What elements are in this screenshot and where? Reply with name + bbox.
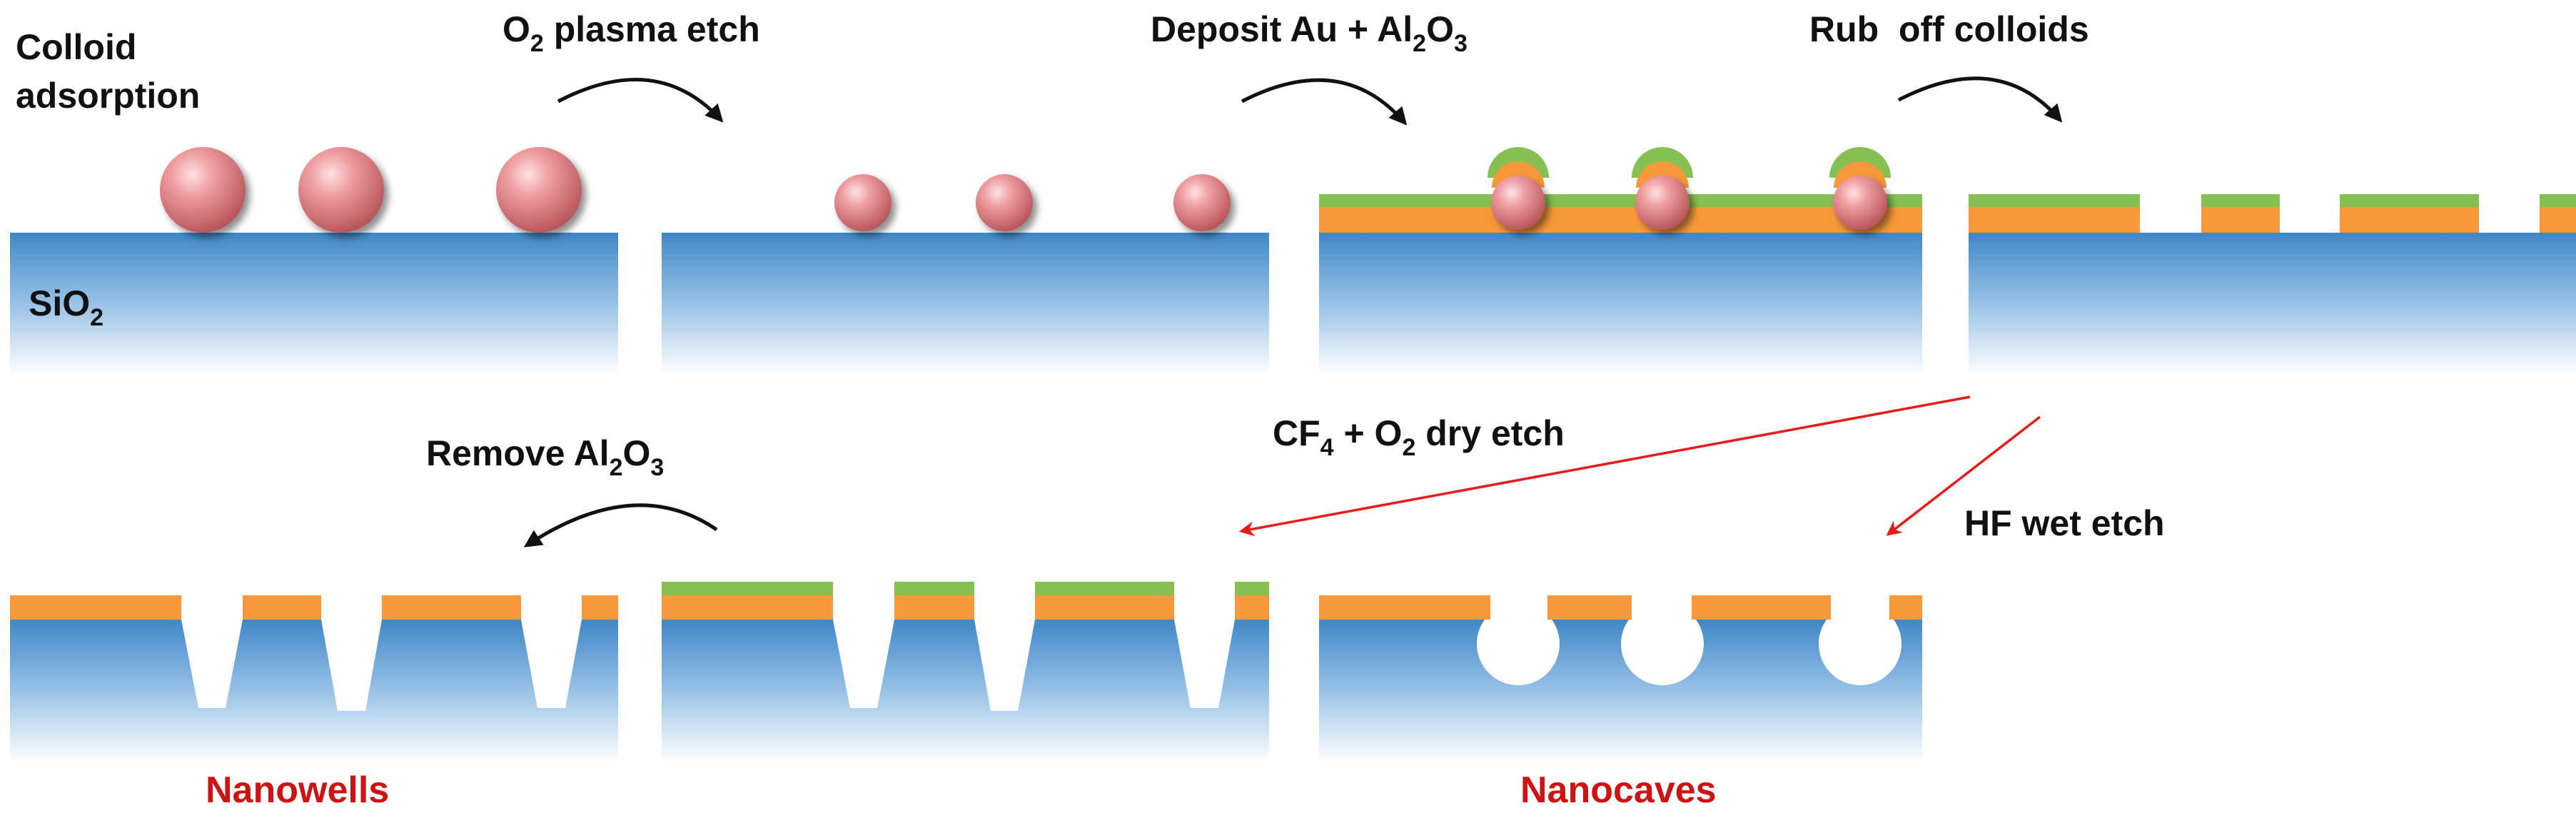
panel-nanocaves — [1319, 595, 1922, 762]
panel-colloid-adsorption — [10, 147, 618, 375]
alumina-layer — [1319, 194, 1922, 207]
colloid-particle — [1173, 174, 1231, 231]
panel-plasma-etched — [662, 174, 1269, 375]
arrow-wet-etch — [1886, 415, 2041, 536]
label-colloid-adsorption-line2: adsorption — [16, 76, 200, 116]
label-nanocaves: Nanocaves — [1520, 769, 1717, 811]
label-remove-alumina: Remove Al2O3 — [426, 433, 664, 481]
sio2-substrate — [662, 233, 1269, 375]
colloid-particle — [976, 174, 1033, 231]
sio2-substrate — [1969, 233, 2576, 375]
label-sio2: SiO2 — [29, 283, 103, 331]
label-o2-plasma-etch: O2 plasma etch — [502, 9, 760, 57]
coated-colloid — [1829, 147, 1891, 230]
label-deposit: Deposit Au + Al2O3 — [1151, 9, 1468, 57]
colloid-particle — [160, 147, 246, 233]
label-colloid-adsorption-line1: Colloid — [16, 27, 136, 67]
label-rub-off-colloids: Rub off colloids — [1809, 9, 2089, 49]
sio2-substrate — [10, 620, 618, 762]
colloid-particle — [298, 147, 384, 233]
colloid-particle — [834, 174, 892, 231]
label-cf4-o2-dry-etch: CF4 + O2 dry etch — [1273, 413, 1565, 461]
arrow-deposit — [1241, 78, 1408, 126]
label-hf-wet-etch: HF wet etch — [1964, 503, 2165, 543]
arrow-remove-alumina — [523, 503, 718, 547]
process-arrows — [523, 76, 2063, 547]
gold-mask-segments — [1319, 595, 1922, 620]
colloid-particle — [496, 147, 582, 233]
coated-colloid — [1487, 147, 1549, 230]
panel-colloids-removed — [1969, 194, 2576, 375]
sio2-substrate — [1319, 233, 1922, 375]
arrow-rub-off — [1897, 76, 2063, 123]
caves — [1477, 602, 1901, 685]
etched-wells — [833, 620, 1235, 711]
coated-colloid — [1632, 147, 1693, 230]
sio2-substrate — [10, 233, 618, 375]
arrow-o2-plasma — [557, 78, 724, 123]
mask-segments — [662, 582, 1269, 620]
sio2-substrate — [662, 620, 1269, 762]
panel-nanowells — [10, 595, 618, 762]
gold-layer — [1319, 207, 1922, 233]
panel-deposited — [1319, 147, 1922, 375]
label-nanowells: Nanowells — [206, 769, 389, 811]
etched-wells — [181, 620, 582, 711]
gold-mask-segments — [10, 595, 618, 620]
panel-dry-etched — [662, 582, 1269, 762]
arrow-dry-etch — [1238, 395, 1971, 537]
mask-segments — [1969, 194, 2576, 233]
